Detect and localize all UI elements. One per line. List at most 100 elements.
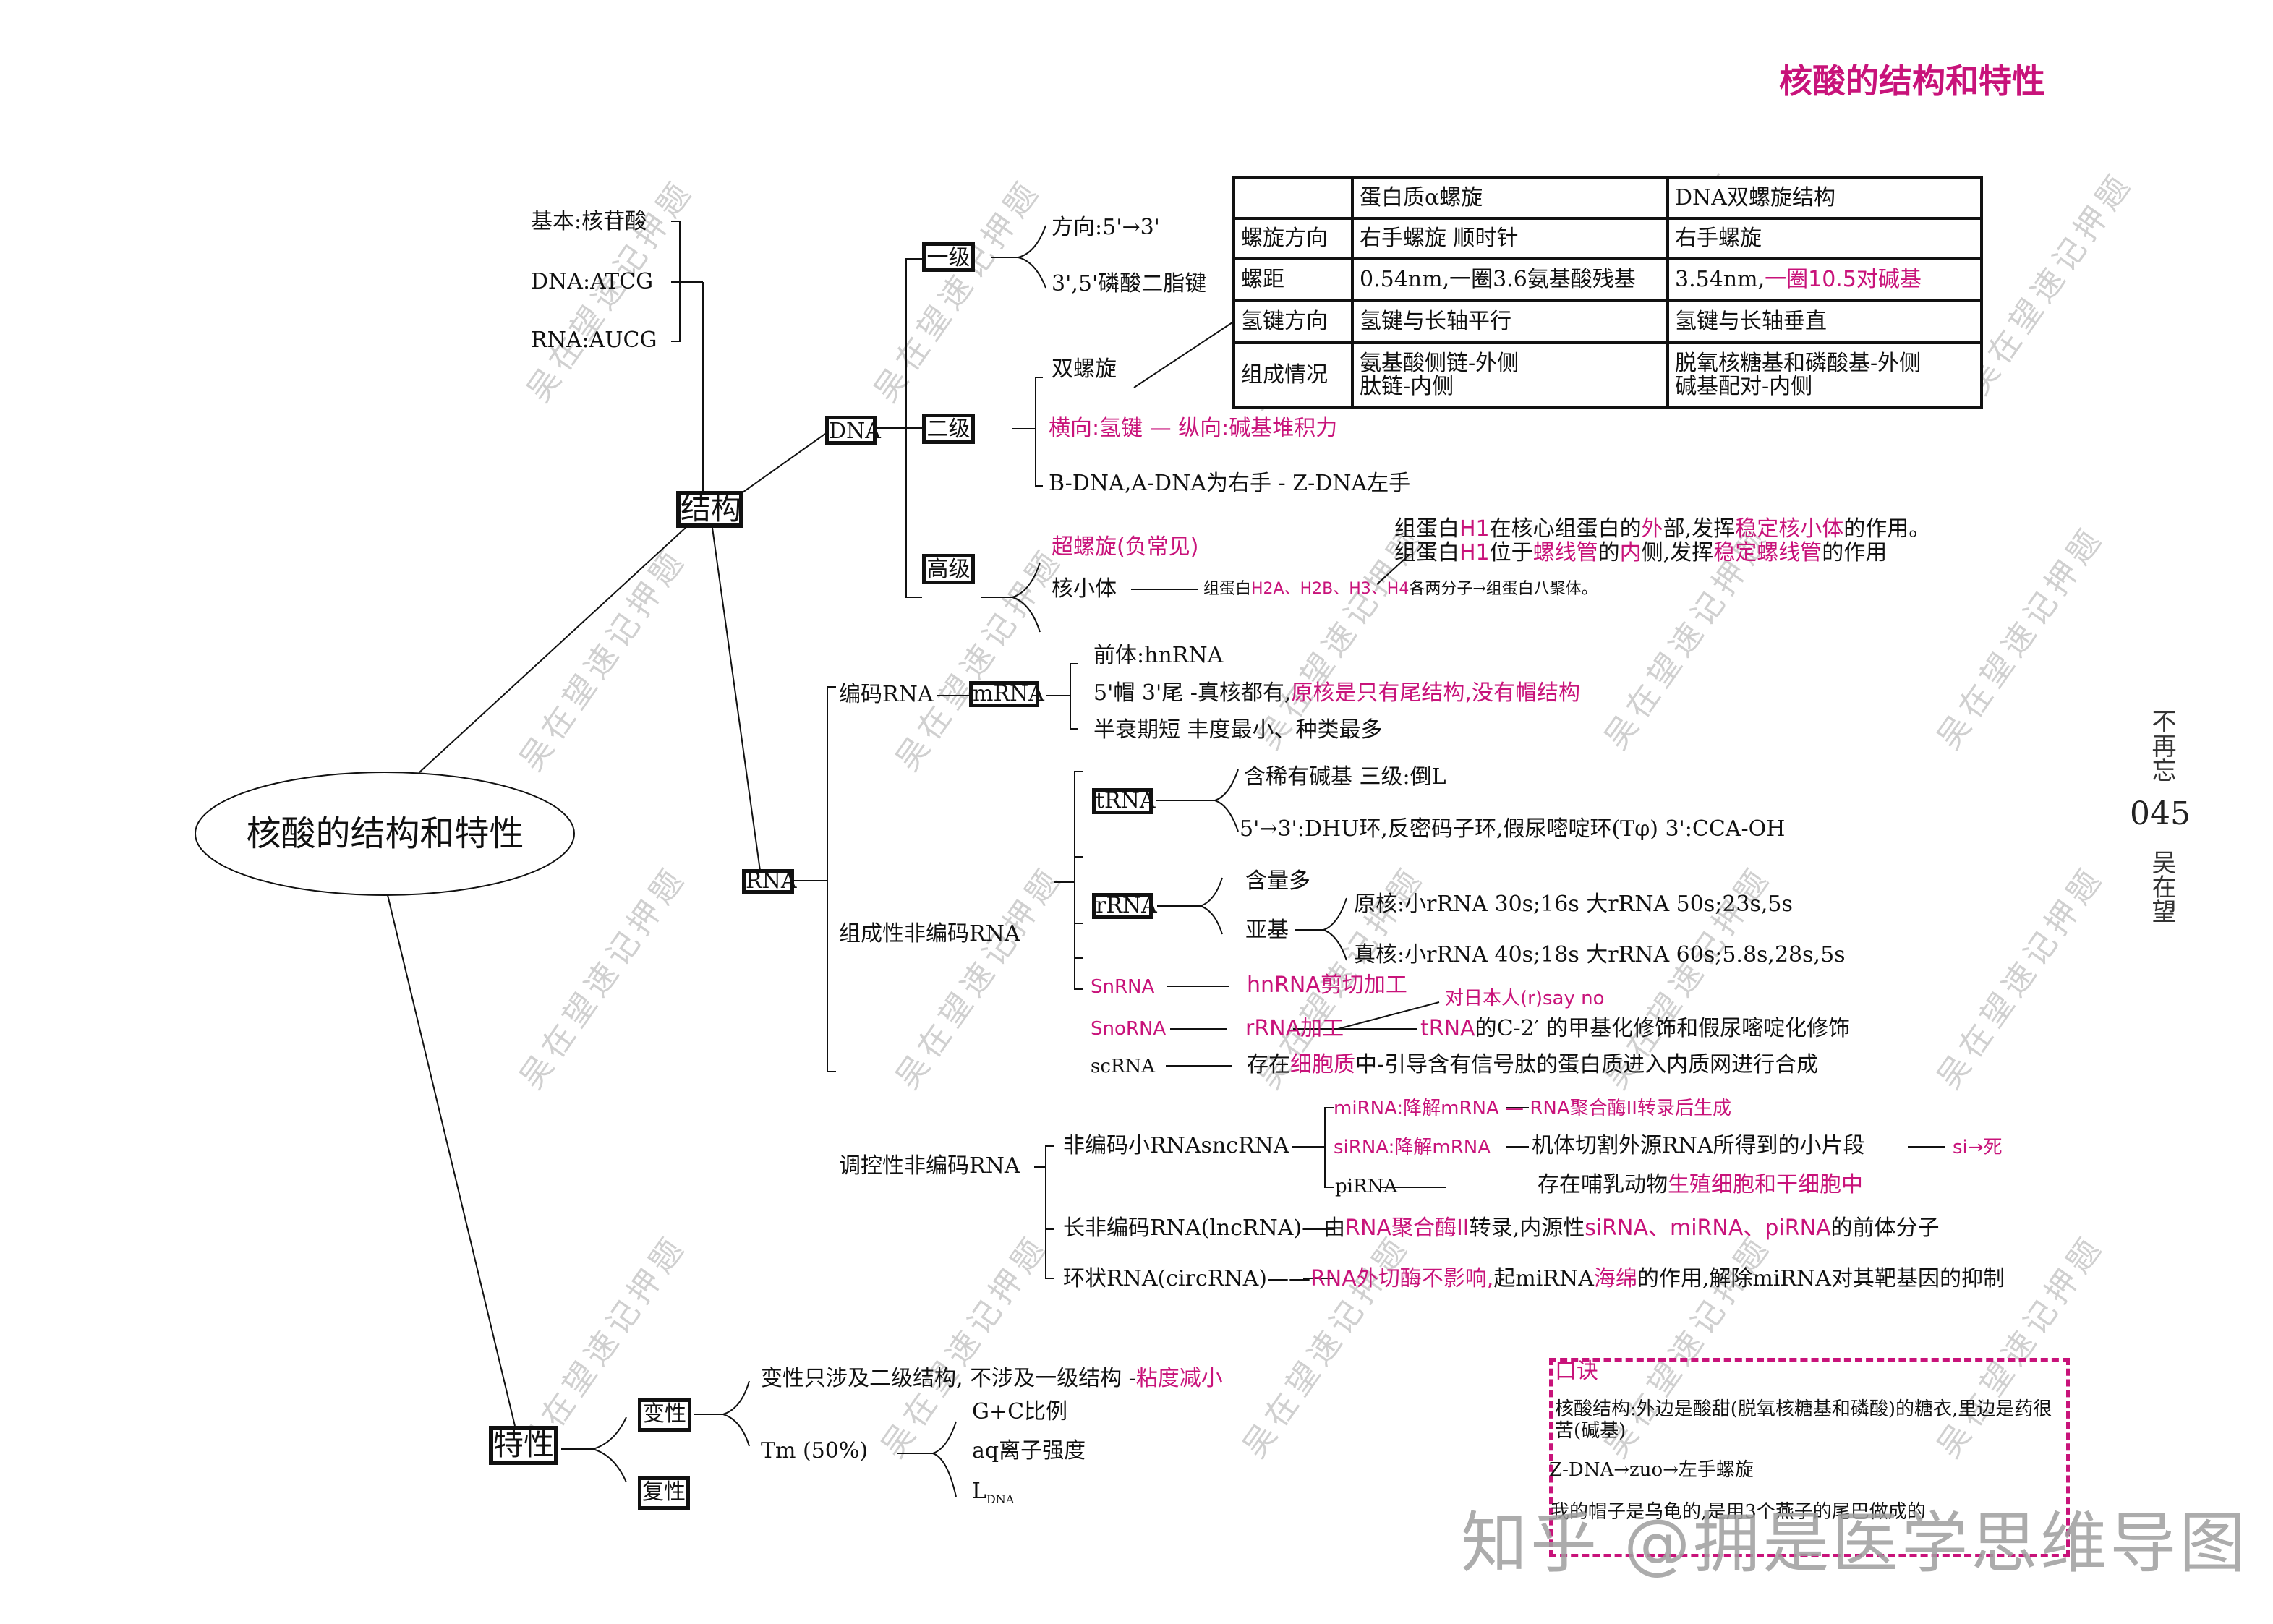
page-title: 核酸的结构和特性	[1779, 61, 2045, 101]
text: tRNA	[1420, 1016, 1475, 1041]
node-lncrna[interactable]: 长非编码RNA(lncRNA)	[1063, 1215, 1302, 1241]
text: 外	[1641, 516, 1663, 542]
mnemonic-line-1: 核酸结构:外边是酸甜(脱氧核糖基和磷酸)的糖衣,里边是药很苦(碱基)	[1555, 1398, 2052, 1442]
lncrna-row: 长非编码RNA(lncRNA)—由RNA聚合酶II转录,内源性siRNA、miR…	[1063, 1215, 1940, 1241]
table-header-row: 蛋白质α螺旋 DNA双螺旋结构	[1232, 176, 1983, 220]
primary-direction: 方向:5'→3'	[1052, 215, 1160, 240]
text: 起miRNA	[1493, 1266, 1594, 1291]
text: 海绵	[1593, 1266, 1637, 1291]
scrna-desc: 存在细胞质中-引导含有信号肽的蛋白质进入内质网进行合成	[1247, 1053, 1818, 1077]
h1-line-2: 组蛋白H1位于螺线管的内侧,发挥稳定螺线管的作用	[1394, 541, 1887, 565]
node-properties[interactable]: 特性	[489, 1426, 558, 1465]
snorna-detail: tRNA的C-2′ 的甲基化修饰和假尿嘧啶化修饰	[1420, 1017, 1850, 1041]
nucleosome-detail: 组蛋白H2A、H2B、H3、H4各两分子→组蛋白八聚体。	[1203, 580, 1598, 599]
text: 5'帽 3'尾 -真核都有,	[1093, 680, 1292, 706]
protein-cell: 0.54nm,一圈3.6氨基酸残基	[1351, 257, 1669, 302]
protein-cell: 氨基酸侧链-外侧 肽链-内侧	[1351, 341, 1669, 409]
basic-dna-bases: DNA:ATCG	[531, 269, 654, 294]
node-dna[interactable]: DNA	[825, 416, 881, 445]
root-node[interactable]: 核酸的结构和特性	[246, 813, 524, 854]
sirna-mnemonic: si→死	[1953, 1137, 2003, 1158]
dna-pitch-highlight: 一圈10.5对碱基	[1765, 267, 1922, 292]
secondary-double-helix: 双螺旋	[1052, 356, 1117, 382]
helix-comparison-table: 蛋白质α螺旋 DNA双螺旋结构 螺旋方向 右手螺旋 顺时针 右手螺旋 螺距 0.…	[1232, 176, 1983, 409]
text: 的C-2′ 的甲基化修饰和假尿嘧啶化修饰	[1475, 1016, 1851, 1041]
node-denature[interactable]: 变性	[638, 1398, 691, 1432]
text: 生殖细胞和干细胞中	[1668, 1172, 1863, 1197]
node-sncrna[interactable]: 非编码小RNAsncRNA	[1063, 1133, 1289, 1158]
text: 由	[1323, 1215, 1346, 1241]
text: 变性只涉及二级结构, 不涉及一级结构 -	[761, 1366, 1136, 1391]
node-structure[interactable]: 结构	[676, 491, 743, 528]
text: RNA聚合酶II	[1345, 1215, 1470, 1241]
watermark: 吴在望速记押题	[889, 859, 1070, 1096]
text: 组蛋白	[1394, 516, 1459, 542]
node-coding-rna[interactable]: 编码RNA	[839, 682, 934, 707]
mrna-cap-tail: 5'帽 3'尾 -真核都有,原核是只有尾结构,没有帽结构	[1093, 681, 1580, 706]
node-higher[interactable]: 高级	[922, 554, 975, 584]
table-header-cell: 蛋白质α螺旋	[1351, 176, 1669, 220]
secondary-forces: 横向:氢键 — 纵向:碱基堆积力	[1049, 416, 1338, 441]
node-rna[interactable]: RNA	[742, 869, 797, 894]
watermark: 吴在望速记押题	[867, 172, 1049, 409]
text: RNA外切酶不影响,	[1310, 1266, 1494, 1291]
node-secondary[interactable]: 二级	[922, 414, 975, 444]
text: 部,发挥	[1663, 516, 1736, 542]
node-snrna[interactable]: SnRNA	[1091, 976, 1155, 998]
rrna-subunit: 亚基	[1245, 918, 1289, 943]
tm-factor-gc: G+C比例	[972, 1399, 1068, 1424]
node-renature[interactable]: 复性	[638, 1476, 690, 1510]
dna-cell: 3.54nm,一圈10.5对碱基	[1666, 257, 1983, 302]
table-header-cell: DNA双螺旋结构	[1666, 176, 1983, 220]
pirna-desc: 存在哺乳动物生殖细胞和干细胞中	[1538, 1173, 1863, 1197]
row-label: 螺旋方向	[1232, 217, 1354, 260]
mirna-row: miRNA:降解mRNA — RNA聚合酶II转录后生成	[1334, 1098, 1731, 1119]
text: 在核心组蛋白的	[1489, 516, 1642, 542]
nucleosome-histones: 、H2B、H3、H4	[1284, 580, 1410, 598]
circrna-row: 环状RNA(circRNA)——RNA外切酶不影响,起miRNA海绵的作用,解除…	[1063, 1266, 2005, 1291]
primary-bond: 3',5'磷酸二脂键	[1052, 271, 1207, 296]
text: 稳定核小体	[1735, 516, 1844, 542]
text: siRNA、miRNA、piRNA	[1585, 1215, 1831, 1241]
node-rrna[interactable]: rRNA	[1092, 893, 1157, 919]
node-trna[interactable]: tRNA	[1092, 788, 1156, 814]
text: 螺线管	[1532, 540, 1598, 565]
snorna-mnemonic: 对日本人(r)say no	[1445, 988, 1605, 1009]
source-watermark: 知乎 @拥是医学思维导图	[1461, 1505, 2249, 1582]
tm-label: Tm (50%)	[761, 1438, 869, 1463]
mnemonic-line-3: 我的帽子是乌龟的,是用3个燕子的尾巴做成的	[1551, 1501, 1926, 1523]
secondary-forms: B-DNA,A-DNA为右手 - Z-DNA左手	[1049, 471, 1411, 496]
watermark: 吴在望速记押题	[1930, 859, 2112, 1096]
text: 的	[1598, 540, 1620, 565]
protein-cell: 氢键与长轴平行	[1351, 299, 1669, 344]
text: 原核是只有尾结构,没有帽结构	[1291, 680, 1580, 706]
higher-supercoil: 超螺旋(负常见)	[1052, 534, 1199, 560]
nucleosome-pre: 组蛋白	[1203, 580, 1252, 598]
text: miRNA:降解mRNA	[1334, 1098, 1499, 1119]
node-constitutive-rna[interactable]: 组成性非编码RNA	[839, 921, 1020, 946]
watermark: 吴在望速记押题	[889, 541, 1070, 778]
dna-cell: 右手螺旋	[1666, 217, 1983, 260]
tm-factor-length: LDNA	[972, 1479, 1014, 1512]
node-snorna[interactable]: SnoRNA	[1091, 1018, 1167, 1040]
text: 存在	[1247, 1052, 1290, 1077]
text: H1	[1459, 540, 1490, 565]
row-label: 螺距	[1232, 257, 1354, 302]
node-circrna[interactable]: 环状RNA(circRNA)	[1063, 1266, 1267, 1291]
sirna-desc: 机体切割外源RNA所得到的小片段	[1532, 1133, 1865, 1158]
nucleosome-post: 各两分子→组蛋白八聚体。	[1409, 580, 1598, 598]
text: 稳定螺线管	[1713, 540, 1822, 565]
text: 的作用	[1822, 540, 1888, 565]
node-primary[interactable]: 一级	[922, 242, 975, 272]
node-regulatory-rna[interactable]: 调控性非编码RNA	[839, 1153, 1020, 1179]
text: 组蛋白	[1394, 540, 1459, 565]
h1-line-1: 组蛋白H1在核心组蛋白的外部,发挥稳定核小体的作用。	[1394, 517, 1930, 542]
mrna-halflife: 半衰期短 丰度最小、种类最多	[1093, 717, 1383, 743]
rrna-eukaryote: 真核:小rRNA 40s;18s 大rRNA 60s;5.8s,28s,5s	[1354, 942, 1846, 967]
node-mrna[interactable]: mRNA	[969, 681, 1044, 707]
text: 位于	[1489, 540, 1533, 565]
page-number: 045	[2130, 795, 2191, 832]
text: 的作用,解除miRNA对其靶基因的抑制	[1637, 1266, 2005, 1291]
node-scrna[interactable]: scRNA	[1091, 1056, 1156, 1077]
text: 粘度减小	[1135, 1366, 1223, 1391]
